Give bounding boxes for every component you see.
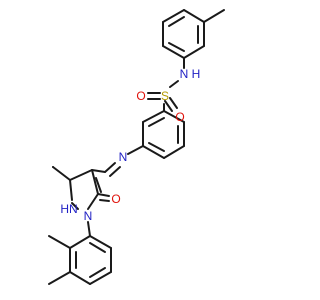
bond xyxy=(169,97,178,109)
bond xyxy=(97,193,110,197)
bond xyxy=(71,202,79,210)
bond xyxy=(69,271,91,285)
sulfur-label: S xyxy=(161,89,169,103)
bond xyxy=(89,242,106,253)
molecule-diagram: N H S O O N HN N O xyxy=(48,9,225,285)
bond xyxy=(168,16,185,27)
bond xyxy=(183,45,205,59)
bond xyxy=(69,169,93,181)
bond xyxy=(142,110,165,123)
bond xyxy=(183,9,205,23)
nh-nitrogen-label: N xyxy=(180,67,189,81)
imine-nitrogen-label: N xyxy=(119,150,128,164)
ring-nitrogen-label: N xyxy=(84,209,93,223)
bond xyxy=(163,110,185,123)
bonds-group xyxy=(48,9,225,285)
bond xyxy=(162,9,185,23)
bond xyxy=(162,45,185,59)
bond xyxy=(99,199,110,202)
bond xyxy=(52,166,71,181)
bond xyxy=(91,169,106,173)
bond xyxy=(48,271,71,285)
bond xyxy=(104,162,116,173)
bond xyxy=(109,166,121,177)
bond xyxy=(87,221,91,237)
bond xyxy=(163,145,185,159)
bond xyxy=(95,177,102,193)
sulfonyl-oxygen-right-label: O xyxy=(175,110,184,124)
bond xyxy=(89,235,112,249)
bond xyxy=(203,9,225,23)
bond xyxy=(148,142,165,152)
nh-hydrogen-label: H xyxy=(192,67,201,81)
bond xyxy=(168,42,185,52)
bond xyxy=(89,267,106,278)
ring-nh-label: HN xyxy=(60,202,77,216)
carbonyl-oxygen-label: O xyxy=(111,192,120,206)
bond xyxy=(69,235,91,249)
bond xyxy=(169,80,179,88)
bond xyxy=(91,169,99,195)
bond xyxy=(142,145,165,159)
bond xyxy=(89,271,112,285)
atom-labels: N H S O O N HN N O xyxy=(60,67,200,223)
bond xyxy=(127,145,144,155)
bond xyxy=(48,235,71,249)
bond xyxy=(87,193,99,210)
sulfonyl-oxygen-left-label: O xyxy=(136,89,145,103)
bond xyxy=(69,179,73,201)
structure-svg: N H S O O N HN N O xyxy=(48,9,225,285)
bond xyxy=(164,100,173,112)
bond xyxy=(148,117,165,127)
